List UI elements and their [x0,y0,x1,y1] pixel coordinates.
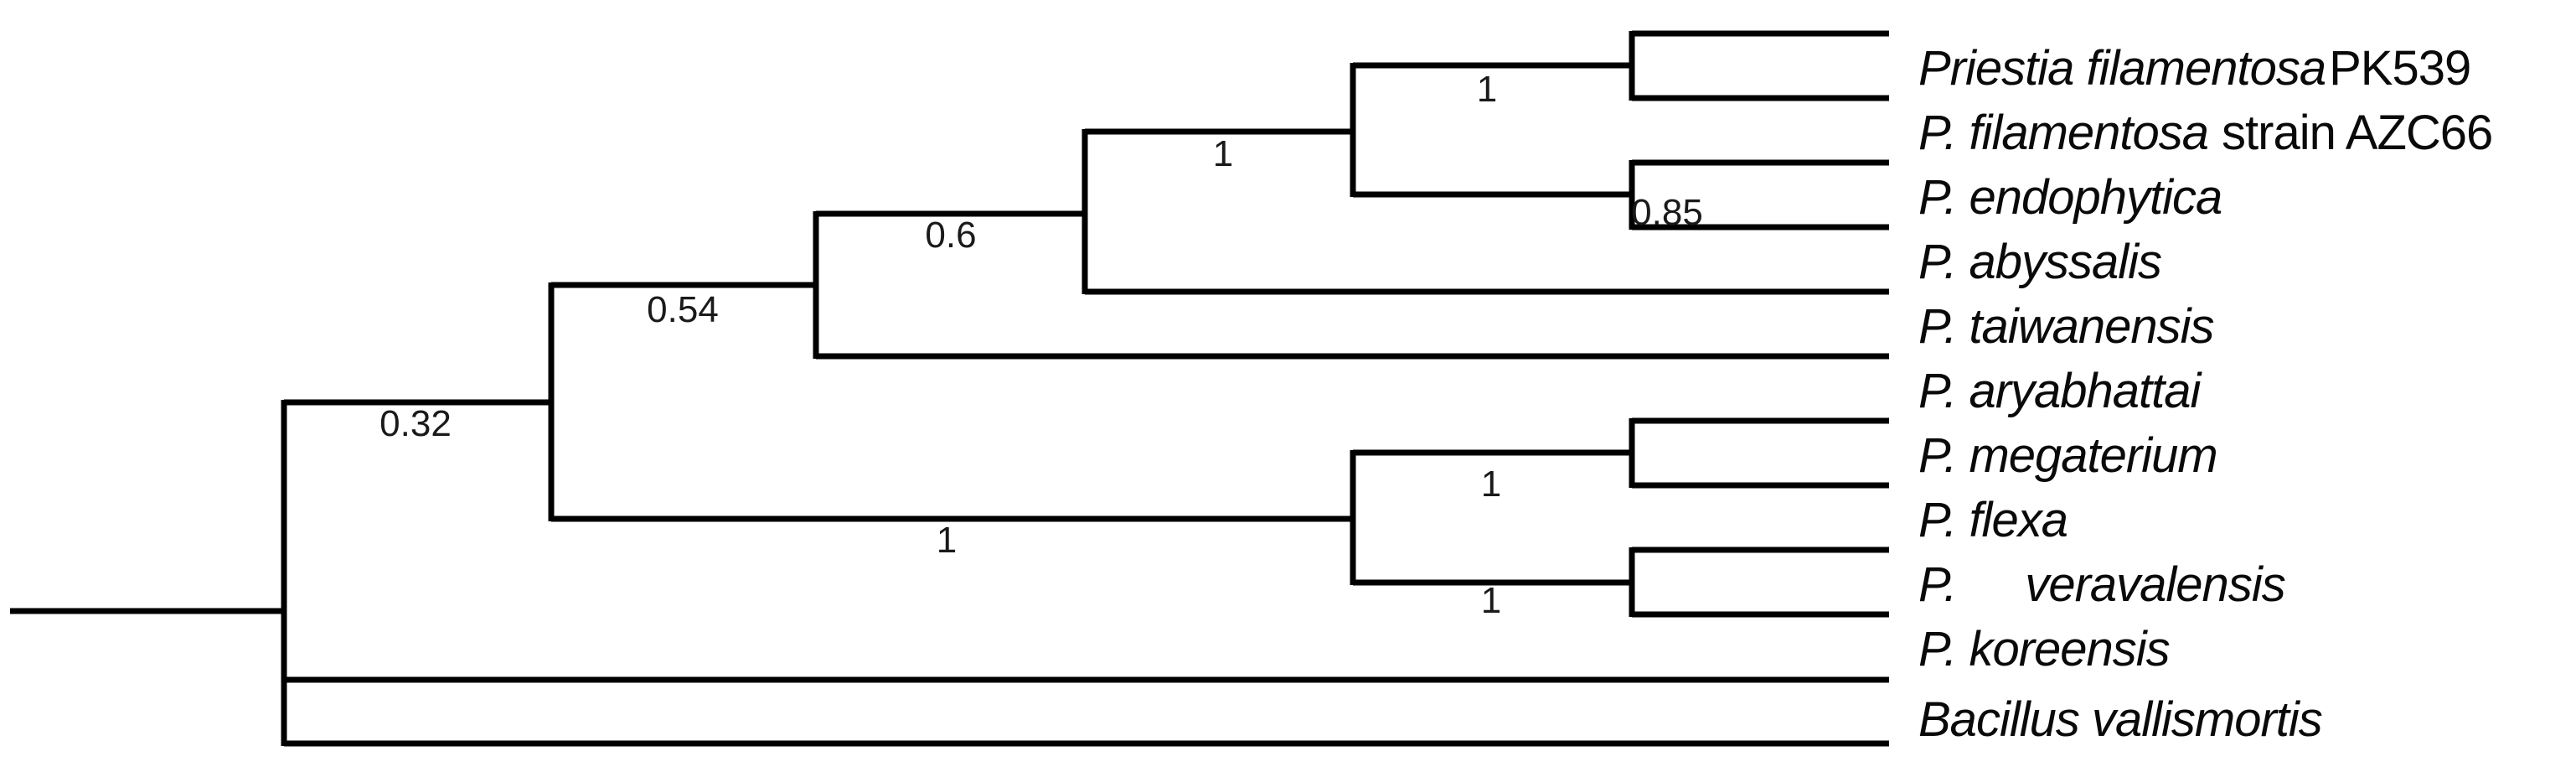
support-value: 0.54 [647,289,719,330]
taxon-label-koreensis: P. koreensis [1918,622,2170,676]
taxon-label-veravalensis: P.veravalensis [1918,557,2285,612]
support-labels: 1 0.85 1 0.6 0.54 0.32 1 1 1 [379,69,1703,621]
taxon-label-abyssalis: P. abyssalis [1918,235,2161,289]
taxon-label-endophytica: P. endophytica [1918,170,2222,225]
support-value: 1 [937,520,957,561]
support-value: 0.32 [379,403,452,444]
taxon-label-aryabhattai: P. aryabhattai [1918,364,2203,418]
taxon-label-megaterium: P. megaterium [1918,428,2217,483]
taxon-labels: Priestia filamentosaPK539 P. filamentosa… [1918,41,2493,747]
taxon-label-pk539: Priestia filamentosaPK539 [1918,41,2470,96]
taxon-label-vallismortis: Bacillus vallismortis [1918,692,2322,747]
support-value: 0.85 [1631,192,1703,233]
support-value: 0.6 [925,215,976,256]
support-value: 1 [1477,69,1497,110]
support-value: 1 [1213,133,1233,174]
taxon-label-taiwanensis: P. taiwanensis [1918,299,2214,354]
support-value: 1 [1481,464,1501,505]
taxon-label-flexa: P. flexa [1918,493,2068,547]
tree-branches [10,30,1889,747]
support-value: 1 [1481,580,1501,621]
